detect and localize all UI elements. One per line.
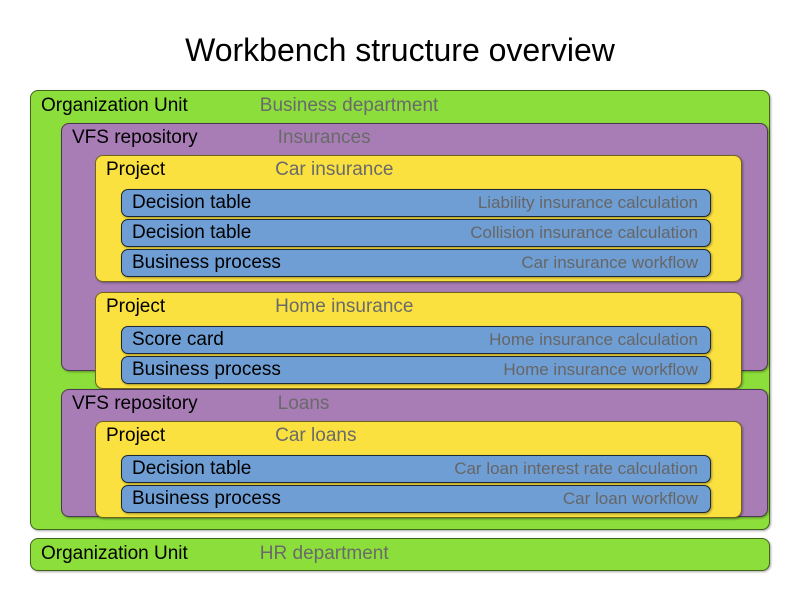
project-header: Project Car loans	[96, 422, 741, 450]
project-type-label: Project	[106, 425, 166, 446]
organization-unit-header: Organization Unit Business department	[31, 91, 769, 121]
organization-unit-name: HR department	[259, 543, 389, 564]
project-header: Project Home insurance	[96, 293, 741, 321]
asset-type-label: Decision table	[132, 222, 252, 243]
organization-unit-name: Business department	[259, 95, 439, 116]
asset-type-label: Decision table	[132, 192, 252, 213]
asset-name: Car loan interest rate calculation	[454, 459, 698, 478]
vfs-repository-type-label: VFS repository	[72, 393, 198, 414]
asset-name: Car loan workflow	[562, 489, 698, 508]
vfs-repository-name: Insurances	[277, 127, 371, 148]
vfs-repository-insurances[interactable]: VFS repository Insurances Project Car in…	[61, 123, 768, 389]
asset-row[interactable]: Decision table Liability insurance calcu…	[121, 189, 711, 217]
organization-unit-header: Organization Unit HR department	[31, 539, 769, 569]
vfs-repository-type-label: VFS repository	[72, 127, 198, 148]
organization-unit-hr-department[interactable]: Organization Unit HR department	[30, 538, 770, 571]
project-name: Home insurance	[275, 296, 414, 317]
project-type-label: Project	[106, 159, 166, 180]
vfs-repository-loans[interactable]: VFS repository Loans Project Car loans D…	[61, 389, 768, 518]
asset-name: Home insurance workflow	[503, 360, 698, 379]
asset-name: Car insurance workflow	[521, 253, 698, 272]
project-car-loans[interactable]: Project Car loans Decision table Car loa…	[95, 421, 742, 518]
asset-row[interactable]: Decision table Car loan interest rate ca…	[121, 455, 711, 483]
project-name: Car insurance	[275, 159, 394, 180]
project-type-label: Project	[106, 296, 166, 317]
project-car-insurance[interactable]: Project Car insurance Decision table Lia…	[95, 155, 742, 282]
project-header: Project Car insurance	[96, 156, 741, 184]
organization-unit-type-label: Organization Unit	[41, 95, 188, 116]
asset-name: Home insurance calculation	[489, 330, 698, 349]
project-home-insurance[interactable]: Project Home insurance Score card Home i…	[95, 292, 742, 389]
vfs-repository-header: VFS repository Loans	[62, 390, 767, 418]
organization-unit-business-department[interactable]: Organization Unit Business department VF…	[30, 90, 770, 530]
asset-type-label: Score card	[132, 329, 224, 350]
vfs-repository-header: VFS repository Insurances	[62, 124, 767, 152]
asset-row[interactable]: Score card Home insurance calculation	[121, 326, 711, 354]
project-name: Car loans	[275, 425, 357, 446]
asset-type-label: Business process	[132, 252, 281, 273]
asset-type-label: Business process	[132, 359, 281, 380]
asset-name: Collision insurance calculation	[470, 223, 698, 242]
asset-type-label: Decision table	[132, 458, 252, 479]
asset-row[interactable]: Decision table Collision insurance calcu…	[121, 219, 711, 247]
vfs-repository-name: Loans	[277, 393, 330, 414]
page-title: Workbench structure overview	[185, 32, 615, 68]
asset-name: Liability insurance calculation	[477, 193, 698, 212]
organization-unit-type-label: Organization Unit	[41, 543, 188, 564]
asset-row[interactable]: Business process Home insurance workflow	[121, 356, 711, 384]
asset-type-label: Business process	[132, 488, 281, 509]
asset-row[interactable]: Business process Car insurance workflow	[121, 249, 711, 277]
asset-row[interactable]: Business process Car loan workflow	[121, 485, 711, 513]
